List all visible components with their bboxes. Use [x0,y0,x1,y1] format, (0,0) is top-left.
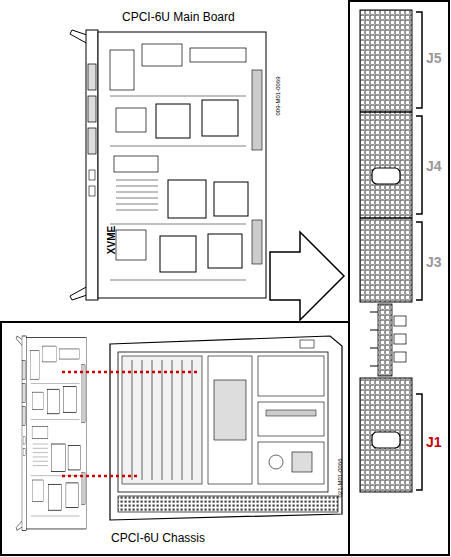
zoom-arrow [270,232,344,320]
board-drawing [70,30,266,300]
chassis-drawing [110,336,342,520]
panel-title: CPCI-6U Chassis [108,530,208,546]
connector-name: J1 [426,435,442,449]
logo-text: XVME [107,226,117,254]
panel-title-text: CPCI-6U Main Board [122,10,235,24]
connector-name: J4 [426,159,442,173]
board-drawing [16,336,87,530]
connector-name: J5 [426,51,442,65]
connector-strip [360,10,412,492]
part-number: 009-M01-0069 [275,76,281,115]
panel-title: CPCI-6U Main Board [119,9,238,25]
panel-title-text: CPCI-6U Chassis [111,531,205,545]
connector-name: J3 [426,255,442,269]
bracket [416,12,422,490]
panel-frame [1,322,349,555]
part-number: 021-M01-0066 [337,458,343,497]
insertion-guide [62,372,200,476]
panel-frame [349,1,449,555]
